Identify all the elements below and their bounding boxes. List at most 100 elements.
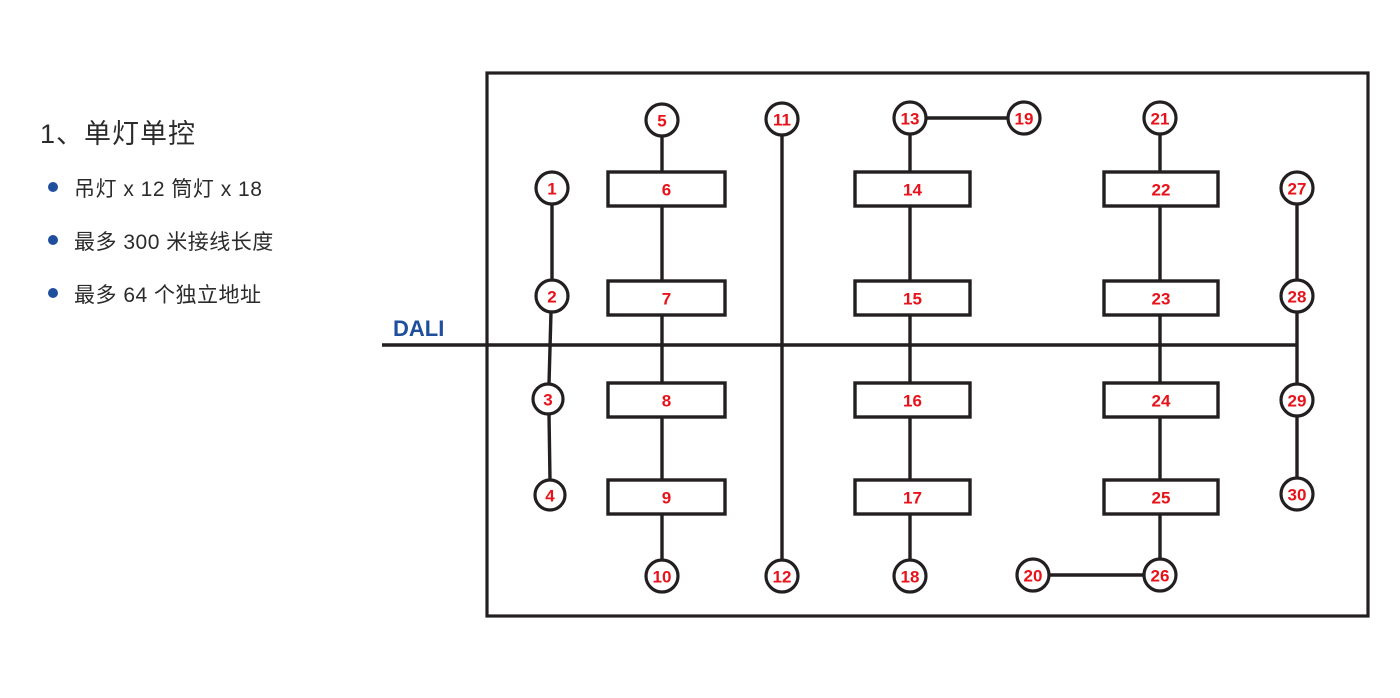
- fixture-node-shape: [1015, 557, 1051, 593]
- fixture-node-shape: [1279, 278, 1315, 314]
- fixture-node-shape: [1142, 100, 1178, 136]
- fixture-box-label: 23: [1152, 290, 1171, 309]
- fixture-node-label: 1: [547, 180, 556, 199]
- fixture-box-shape: [1102, 279, 1220, 317]
- fixture-node-label: 30: [1288, 486, 1307, 505]
- fixture-box-9[interactable]: 9: [606, 478, 727, 516]
- fixture-node-label: 27: [1288, 180, 1307, 199]
- fixture-node-shape: [1279, 476, 1315, 512]
- fixture-box-shape: [853, 279, 972, 317]
- fixture-node-30[interactable]: 30: [1279, 476, 1315, 512]
- fixture-node-label: 13: [901, 110, 920, 129]
- fixture-node-19[interactable]: 19: [1006, 100, 1042, 136]
- fixture-box-label: 6: [662, 181, 671, 200]
- fixture-node-label: 12: [773, 568, 792, 587]
- fixture-node-shape: [892, 558, 928, 594]
- bullet-dot-icon: [48, 235, 58, 245]
- wire-layer: [547, 116, 1299, 577]
- fixture-box-shape: [1102, 170, 1220, 208]
- fixture-box-shape: [606, 170, 727, 208]
- fixture-box-shape: [606, 381, 727, 419]
- fixture-node-label: 26: [1151, 567, 1170, 586]
- legend-bullet-text: 最多 64 个独立地址: [74, 284, 262, 307]
- fixture-node-shape: [764, 101, 800, 137]
- fixture-node-label: 28: [1288, 288, 1307, 307]
- fixture-box-15[interactable]: 15: [853, 279, 972, 317]
- wire-3-4: [547, 413, 552, 481]
- fixture-node-shape: [764, 558, 800, 594]
- fixture-node-10[interactable]: 10: [644, 558, 680, 594]
- bullet-dot-icon: [48, 182, 58, 192]
- fixture-node-shape: [1279, 382, 1315, 418]
- fixture-node-label: 4: [545, 487, 555, 506]
- fixture-box-shape: [853, 170, 972, 208]
- fixture-node-shape: [531, 382, 565, 416]
- legend-bullet-item: 最多 64 个独立地址: [48, 279, 380, 309]
- fixture-node-3[interactable]: 3: [531, 382, 565, 416]
- fixture-box-label: 15: [903, 290, 922, 309]
- fixture-node-shape: [644, 558, 680, 594]
- fixture-box-label: 22: [1152, 181, 1171, 200]
- fixture-node-28[interactable]: 28: [1279, 278, 1315, 314]
- fixture-box-24[interactable]: 24: [1102, 381, 1220, 419]
- fixture-node-label: 21: [1151, 110, 1170, 129]
- fixture-box-8[interactable]: 8: [606, 381, 727, 419]
- fixture-node-shape: [534, 170, 570, 206]
- fixture-node-label: 10: [653, 568, 672, 587]
- legend-bullet-text: 吊灯 x 12 筒灯 x 18: [74, 178, 263, 201]
- fixture-node-20[interactable]: 20: [1015, 557, 1051, 593]
- fixture-box-25[interactable]: 25: [1102, 478, 1220, 516]
- fixture-node-shape: [1279, 170, 1315, 206]
- fixture-node-21[interactable]: 21: [1142, 100, 1178, 136]
- fixture-box-23[interactable]: 23: [1102, 279, 1220, 317]
- fixture-box-shape: [606, 478, 727, 516]
- fixture-box-label: 9: [662, 489, 671, 508]
- legend-title: 1、单灯单控: [40, 119, 197, 149]
- fixture-box-label: 17: [903, 489, 922, 508]
- fixture-node-label: 20: [1024, 567, 1043, 586]
- fixture-node-18[interactable]: 18: [892, 558, 928, 594]
- fixture-box-17[interactable]: 17: [853, 478, 972, 516]
- fixture-node-11[interactable]: 11: [764, 101, 800, 137]
- fixture-node-shape: [533, 478, 567, 512]
- fixture-node-26[interactable]: 26: [1142, 557, 1178, 593]
- dali-bus-label: DALI: [393, 316, 444, 341]
- fixture-node-12[interactable]: 12: [764, 558, 800, 594]
- fixture-node-shape: [1142, 557, 1178, 593]
- fixture-box-label: 7: [662, 290, 671, 309]
- fixture-box-label: 16: [903, 392, 922, 411]
- fixture-node-label: 19: [1015, 110, 1034, 129]
- fixture-box-7[interactable]: 7: [606, 279, 727, 317]
- fixture-node-13[interactable]: 13: [892, 100, 928, 136]
- fixture-box-shape: [1102, 381, 1220, 419]
- fixture-box-16[interactable]: 16: [853, 381, 972, 419]
- fixture-node-label: 3: [543, 391, 552, 410]
- legend-bullet-list: 吊灯 x 12 筒灯 x 18 最多 300 米接线长度 最多 64 个独立地址: [40, 173, 380, 309]
- fixture-box-label: 8: [662, 392, 671, 411]
- fixture-box-label: 14: [903, 181, 922, 200]
- fixture-box-shape: [606, 279, 727, 317]
- fixture-node-label: 2: [547, 288, 556, 307]
- fixture-node-27[interactable]: 27: [1279, 170, 1315, 206]
- fixture-box-shape: [1102, 478, 1220, 516]
- fixture-node-label: 5: [657, 112, 666, 131]
- fixture-node-label: 18: [901, 568, 920, 587]
- fixture-node-2[interactable]: 2: [534, 278, 570, 314]
- fixture-node-1[interactable]: 1: [534, 170, 570, 206]
- fixture-node-shape: [892, 100, 928, 136]
- fixture-node-label: 29: [1288, 392, 1307, 411]
- wire-2-3: [547, 311, 553, 385]
- fixture-box-14[interactable]: 14: [853, 170, 972, 208]
- fixture-box-label: 25: [1152, 489, 1171, 508]
- fixture-node-29[interactable]: 29: [1279, 382, 1315, 418]
- fixture-box-6[interactable]: 6: [606, 170, 727, 208]
- fixture-box-22[interactable]: 22: [1102, 170, 1220, 208]
- fixture-box-layer: 6 7 8 9 14 15 16 17 22 23 24 25: [606, 170, 1220, 516]
- legend-bullet-item: 吊灯 x 12 筒灯 x 18: [48, 173, 380, 203]
- fixture-node-5[interactable]: 5: [644, 102, 680, 138]
- fixture-box-shape: [853, 478, 972, 516]
- fixture-node-shape: [534, 278, 570, 314]
- fixture-node-4[interactable]: 4: [533, 478, 567, 512]
